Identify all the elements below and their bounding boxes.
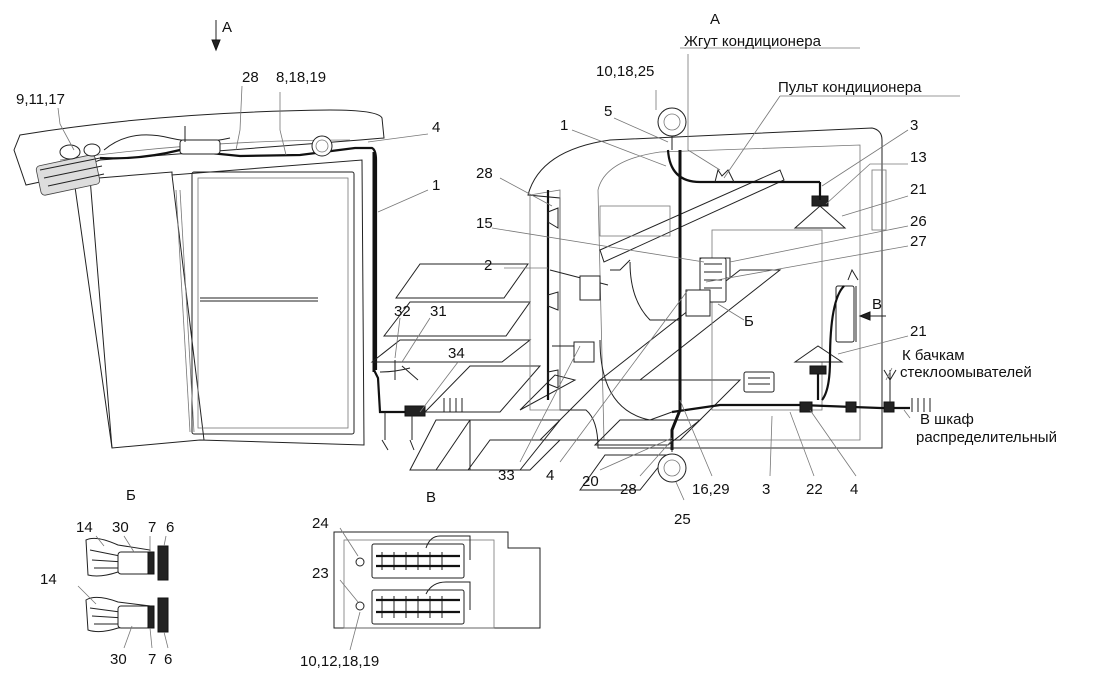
note-dist-cabinet-1: В шкаф (920, 411, 974, 428)
callout-label: 20 (582, 473, 599, 490)
view-title-v: В (426, 489, 436, 506)
callout-label: 6 (164, 651, 172, 668)
view-labels: А А Б В В Б (126, 11, 882, 506)
callout-label: 22 (806, 481, 823, 498)
callout-label: 23 (312, 565, 329, 582)
callout-label: 13 (910, 149, 927, 166)
callout-label: 4 (546, 467, 554, 484)
callout-label: 16,29 (692, 481, 730, 498)
view-mark-a-top: А (222, 19, 232, 36)
view-mark-a-right: А (710, 11, 720, 28)
detail-b (85, 537, 169, 633)
callout-label: 7 (148, 651, 156, 668)
note-ac-panel: Пульт кондиционера (778, 79, 922, 96)
callout-label: 21 (910, 181, 927, 198)
fuse-block-upper (371, 535, 471, 579)
view-arrow-v-right (858, 311, 886, 321)
callout-label: 15 (476, 215, 493, 232)
callout-label: 28 (242, 69, 259, 86)
callout-label: 26 (910, 213, 927, 230)
callout-label: 4 (850, 481, 858, 498)
callout-label: 33 (498, 467, 515, 484)
callout-label: 7 (148, 519, 156, 536)
section-mark-b: Б (744, 313, 754, 330)
callout-label: 3 (910, 117, 918, 134)
callout-label: 25 (674, 511, 691, 528)
callout-label: 31 (430, 303, 447, 320)
callout-label: 34 (448, 345, 465, 362)
view-arrow-a-top (211, 20, 221, 52)
callout-label: 14 (76, 519, 93, 536)
callout-label: 1 (432, 177, 440, 194)
callout-label: 1 (560, 117, 568, 134)
callout-label: 5 (604, 103, 612, 120)
callout-label: 30 (112, 519, 129, 536)
callout-label: 30 (110, 651, 127, 668)
note-washer-tanks-2: стеклоомывателей (900, 364, 1032, 381)
note-washer-tanks-1: К бачкам (902, 347, 965, 364)
note-dist-cabinet-2: распределительный (916, 429, 1057, 446)
position-callouts: 9,11,17 28 8,18,19 4 1 32 31 34 10,18,25… (16, 63, 927, 670)
callout-label: 8,18,19 (276, 69, 326, 86)
view-title-b: Б (126, 487, 136, 504)
leader-lines (57, 47, 960, 651)
callout-label: 2 (484, 257, 492, 274)
callout-label: 4 (432, 119, 440, 136)
view-mark-v-right: В (872, 296, 882, 313)
callout-label: 28 (476, 165, 493, 182)
note-harness-ac: Жгут кондиционера (684, 33, 822, 50)
callout-label: 24 (312, 515, 329, 532)
callout-label: 10,12,18,19 (300, 653, 379, 670)
notes: Жгут кондиционера Пульт кондиционера К б… (684, 33, 1057, 446)
roof-lamp-cluster (35, 143, 105, 196)
callout-label: 3 (762, 481, 770, 498)
cab-front-view (13, 109, 463, 451)
callout-label: 10,18,25 (596, 63, 654, 80)
callout-label: 6 (166, 519, 174, 536)
callout-label: 27 (910, 233, 927, 250)
callout-label: 14 (40, 571, 57, 588)
detail-v (333, 531, 541, 629)
callout-label: 32 (394, 303, 411, 320)
callout-label: 21 (910, 323, 927, 340)
callout-label: 9,11,17 (16, 91, 65, 108)
cab-rear-view (370, 107, 931, 491)
fuse-block-lower (371, 581, 471, 625)
callout-label: 28 (620, 481, 637, 498)
